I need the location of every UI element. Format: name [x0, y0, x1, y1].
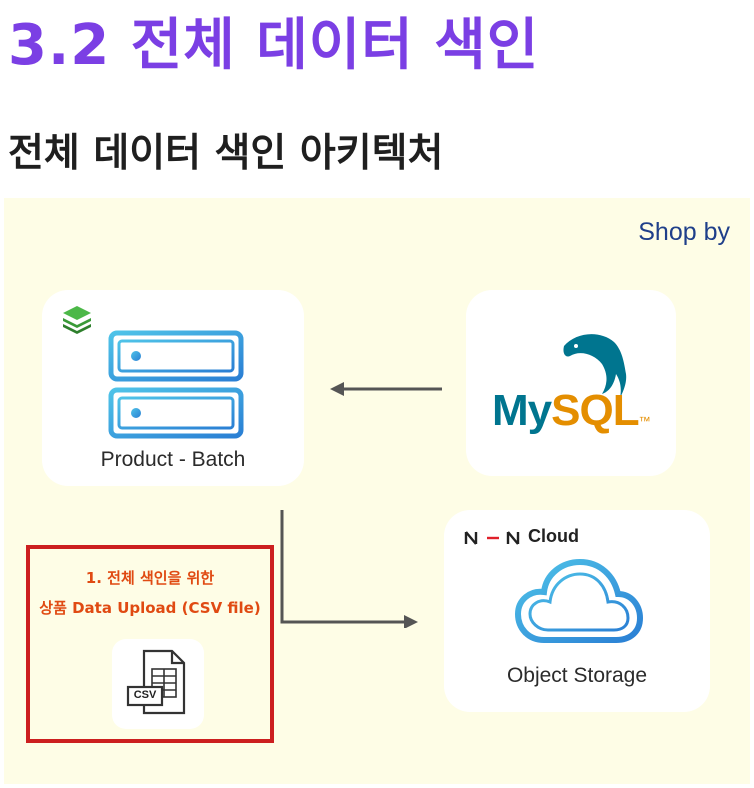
arrow-mysql-to-batch: [330, 382, 442, 396]
mysql-logo-my: My: [492, 386, 552, 435]
mysql-logo-sql: SQL: [551, 386, 639, 435]
architecture-diagram: Shop by Product - Batch: [4, 198, 750, 784]
arrow-batch-to-storage: [280, 510, 418, 628]
server-stack-icon: [108, 330, 244, 439]
upload-step-box: 1. 전체 색인을 위한 상품 Data Upload (CSV file) C…: [26, 545, 274, 743]
upload-step-line2: 상품 Data Upload (CSV file): [39, 599, 261, 617]
page-title: 3.2 전체 데이터 색인: [8, 13, 540, 78]
mysql-trademark: ™: [638, 414, 651, 428]
provider-name: Cloud: [528, 526, 579, 546]
brand-label: Shop by: [638, 218, 730, 246]
mysql-card: MySQL™: [466, 290, 676, 476]
mysql-logo: MySQL™: [492, 386, 651, 436]
layers-icon: [63, 306, 91, 334]
batch-label: Product - Batch: [100, 448, 246, 471]
upload-step-line1: 1. 전체 색인을 위한: [85, 569, 215, 587]
csv-file-card: CSV: [112, 639, 204, 729]
storage-card: Cloud Object Storage: [444, 510, 710, 712]
dolphin-icon: [563, 334, 627, 398]
batch-card: Product - Batch: [42, 290, 304, 486]
csv-file-badge: CSV: [133, 689, 157, 701]
cloud-icon: [514, 558, 644, 643]
storage-label: Object Storage: [506, 664, 648, 687]
csv-file-icon: [126, 649, 186, 715]
page-subtitle: 전체 데이터 색인 아키텍처: [8, 131, 444, 176]
provider-logo-icon: [464, 531, 520, 545]
